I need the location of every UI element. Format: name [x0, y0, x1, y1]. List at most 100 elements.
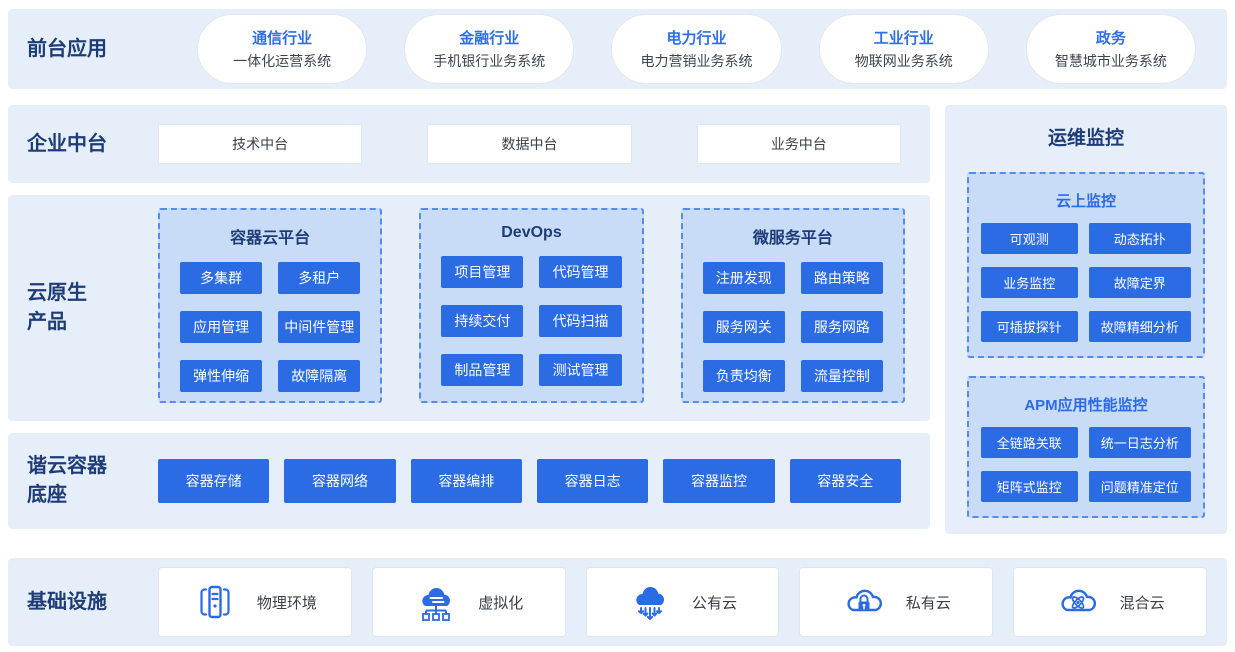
feature-chip: 问题精准定位 — [1088, 471, 1191, 502]
group-title: APM应用性能监控 — [1024, 397, 1148, 414]
apm-monitoring-group: APM应用性能监控 全链路关联 统一日志分析 矩阵式监控 问题精准定位 — [967, 376, 1205, 518]
feature-chip: 制品管理 — [441, 354, 524, 386]
infra-item-label: 混合云 — [1119, 594, 1165, 612]
group-title: 微服务平台 — [752, 230, 833, 247]
feature-chip: 流量控制 — [800, 360, 883, 392]
physical-environment-box: 物理环境 — [158, 567, 352, 637]
pill-title: 电力行业 — [666, 30, 727, 47]
feature-chip: 全链路关联 — [981, 427, 1078, 458]
devops-group: DevOps 项目管理 代码管理 持续交付 代码扫描 制品管理 测试管理 — [419, 208, 644, 403]
pill-telecom: 通信行业 一体化运营系统 — [197, 14, 368, 84]
enterprise-middle-band: 企业中台 技术中台 数据中台 业务中台 — [8, 105, 930, 183]
feature-chip: 容器日志 — [536, 459, 649, 503]
private-cloud-box: 私有云 — [799, 567, 994, 637]
infrastructure-boxes: 物理环境 虚拟化 — [158, 567, 1207, 637]
infra-item-label: 物理环境 — [256, 594, 317, 612]
feature-chip: 统一日志分析 — [1088, 427, 1191, 458]
ops-monitoring-panel: 运维监控 云上监控 可观测 动态拓扑 业务监控 故障定界 可插拔探针 故障精细分… — [945, 105, 1227, 534]
feature-chip: 负责均衡 — [702, 360, 785, 392]
cloud-monitoring-group: 云上监控 可观测 动态拓扑 业务监控 故障定界 可插拔探针 故障精细分析 — [967, 172, 1205, 358]
pill-title: 工业行业 — [873, 30, 934, 47]
pill-subtitle: 一体化运营系统 — [233, 53, 332, 69]
container-base-label-line1: 谐云容器 — [27, 455, 107, 477]
cloud-arrows-icon — [628, 580, 672, 624]
tech-middle-platform-box: 技术中台 — [158, 124, 363, 164]
group-grid: 可观测 动态拓扑 业务监控 故障定界 可插拔探针 故障精细分析 — [981, 223, 1191, 342]
container-base-band: 谐云容器 底座 容器存储 容器网络 容器编排 容器日志 容器监控 容器安全 — [8, 433, 930, 529]
group-grid: 全链路关联 统一日志分析 矩阵式监控 问题精准定位 — [981, 427, 1191, 502]
feature-chip: 中间件管理 — [278, 311, 361, 343]
group-grid: 多集群 多租户 应用管理 中间件管理 弹性伸缩 故障隔离 — [180, 262, 361, 392]
pill-subtitle: 手机银行业务系统 — [433, 53, 546, 69]
cloud-native-groups: 容器云平台 多集群 多租户 应用管理 中间件管理 弹性伸缩 故障隔离 DevOp… — [158, 208, 905, 403]
server-rack-icon — [193, 580, 237, 624]
pill-subtitle: 电力营销业务系统 — [640, 53, 753, 69]
feature-chip: 弹性伸缩 — [180, 360, 263, 392]
enterprise-middle-label: 企业中台 — [27, 132, 107, 155]
pill-subtitle: 物联网业务系统 — [854, 53, 953, 69]
virtualization-box: 虚拟化 — [371, 567, 566, 637]
feature-chip: 路由策略 — [800, 262, 883, 294]
feature-chip: 注册发现 — [702, 262, 785, 294]
feature-chip: 多租户 — [278, 262, 361, 294]
feature-chip: 容器安全 — [789, 459, 901, 503]
feature-chip: 故障隔离 — [278, 360, 361, 392]
pill-government: 政务 智慧城市业务系统 — [1025, 14, 1197, 84]
group-title: 容器云平台 — [230, 230, 311, 247]
feature-chip: 容器存储 — [158, 459, 270, 503]
feature-chip: 服务网关 — [702, 311, 785, 343]
infra-item-label: 虚拟化 — [478, 594, 524, 612]
group-title: DevOps — [501, 224, 562, 241]
business-middle-platform-box: 业务中台 — [696, 124, 901, 164]
feature-chip: 代码扫描 — [539, 305, 622, 337]
public-cloud-box: 公有云 — [585, 567, 780, 637]
pill-industry: 工业行业 物联网业务系统 — [818, 14, 989, 84]
container-base-label: 谐云容器 底座 — [27, 452, 158, 510]
group-grid: 项目管理 代码管理 持续交付 代码扫描 制品管理 测试管理 — [441, 256, 622, 386]
feature-chip: 可观测 — [981, 223, 1078, 254]
container-base-label-line2: 底座 — [27, 484, 67, 506]
cloud-native-band: 云原生 产品 容器云平台 多集群 多租户 应用管理 中间件管理 弹性伸缩 故 — [8, 195, 930, 421]
front-apps-pill-list: 通信行业 一体化运营系统 金融行业 手机银行业务系统 电力行业 电力营销业务系统… — [197, 14, 1197, 84]
feature-chip: 应用管理 — [180, 311, 263, 343]
cloud-atom-icon — [1056, 580, 1100, 624]
feature-chip: 持续交付 — [441, 305, 524, 337]
container-base-items: 容器存储 容器网络 容器编排 容器日志 容器监控 容器安全 — [158, 459, 901, 503]
feature-chip: 容器网络 — [284, 459, 396, 503]
ops-monitoring-title: 运维监控 — [1047, 128, 1124, 149]
feature-chip: 故障定界 — [1088, 267, 1191, 298]
feature-chip: 容器编排 — [410, 459, 522, 503]
feature-chip: 容器监控 — [663, 459, 775, 503]
front-apps-band: 前台应用 通信行业 一体化运营系统 金融行业 手机银行业务系统 电力行业 电力营… — [8, 9, 1227, 89]
cloud-network-icon — [414, 580, 458, 624]
feature-chip: 矩阵式监控 — [981, 471, 1078, 502]
pill-subtitle: 智慧城市业务系统 — [1054, 53, 1167, 69]
hybrid-cloud-box: 混合云 — [1013, 567, 1207, 637]
feature-chip: 项目管理 — [441, 256, 524, 288]
enterprise-middle-boxes: 技术中台 数据中台 业务中台 — [158, 124, 901, 164]
pill-title: 通信行业 — [252, 30, 313, 47]
group-title: 云上监控 — [1055, 193, 1116, 210]
feature-chip: 多集群 — [180, 262, 263, 294]
infrastructure-label: 基础设施 — [27, 590, 107, 613]
cloud-native-label-line2: 产品 — [27, 311, 67, 333]
pill-title: 金融行业 — [459, 30, 520, 47]
cloud-native-label: 云原生 产品 — [27, 279, 87, 337]
container-cloud-platform-group: 容器云平台 多集群 多租户 应用管理 中间件管理 弹性伸缩 故障隔离 — [158, 208, 383, 403]
pill-finance: 金融行业 手机银行业务系统 — [404, 14, 575, 84]
data-middle-platform-box: 数据中台 — [427, 124, 632, 164]
infra-item-label: 私有云 — [905, 594, 951, 612]
feature-chip: 可插拔探针 — [981, 311, 1078, 342]
feature-chip: 测试管理 — [539, 354, 622, 386]
feature-chip: 动态拓扑 — [1088, 223, 1191, 254]
feature-chip: 代码管理 — [539, 256, 622, 288]
feature-chip: 服务网路 — [800, 311, 883, 343]
feature-chip: 业务监控 — [981, 267, 1078, 298]
pill-title: 政务 — [1095, 30, 1126, 47]
pill-power: 电力行业 电力营销业务系统 — [611, 14, 782, 84]
infrastructure-band: 基础设施 物理环境 — [8, 558, 1227, 646]
microservice-platform-group: 微服务平台 注册发现 路由策略 服务网关 服务网路 负责均衡 流量控制 — [680, 208, 905, 403]
front-apps-label: 前台应用 — [27, 37, 107, 60]
feature-chip: 故障精细分析 — [1088, 311, 1191, 342]
